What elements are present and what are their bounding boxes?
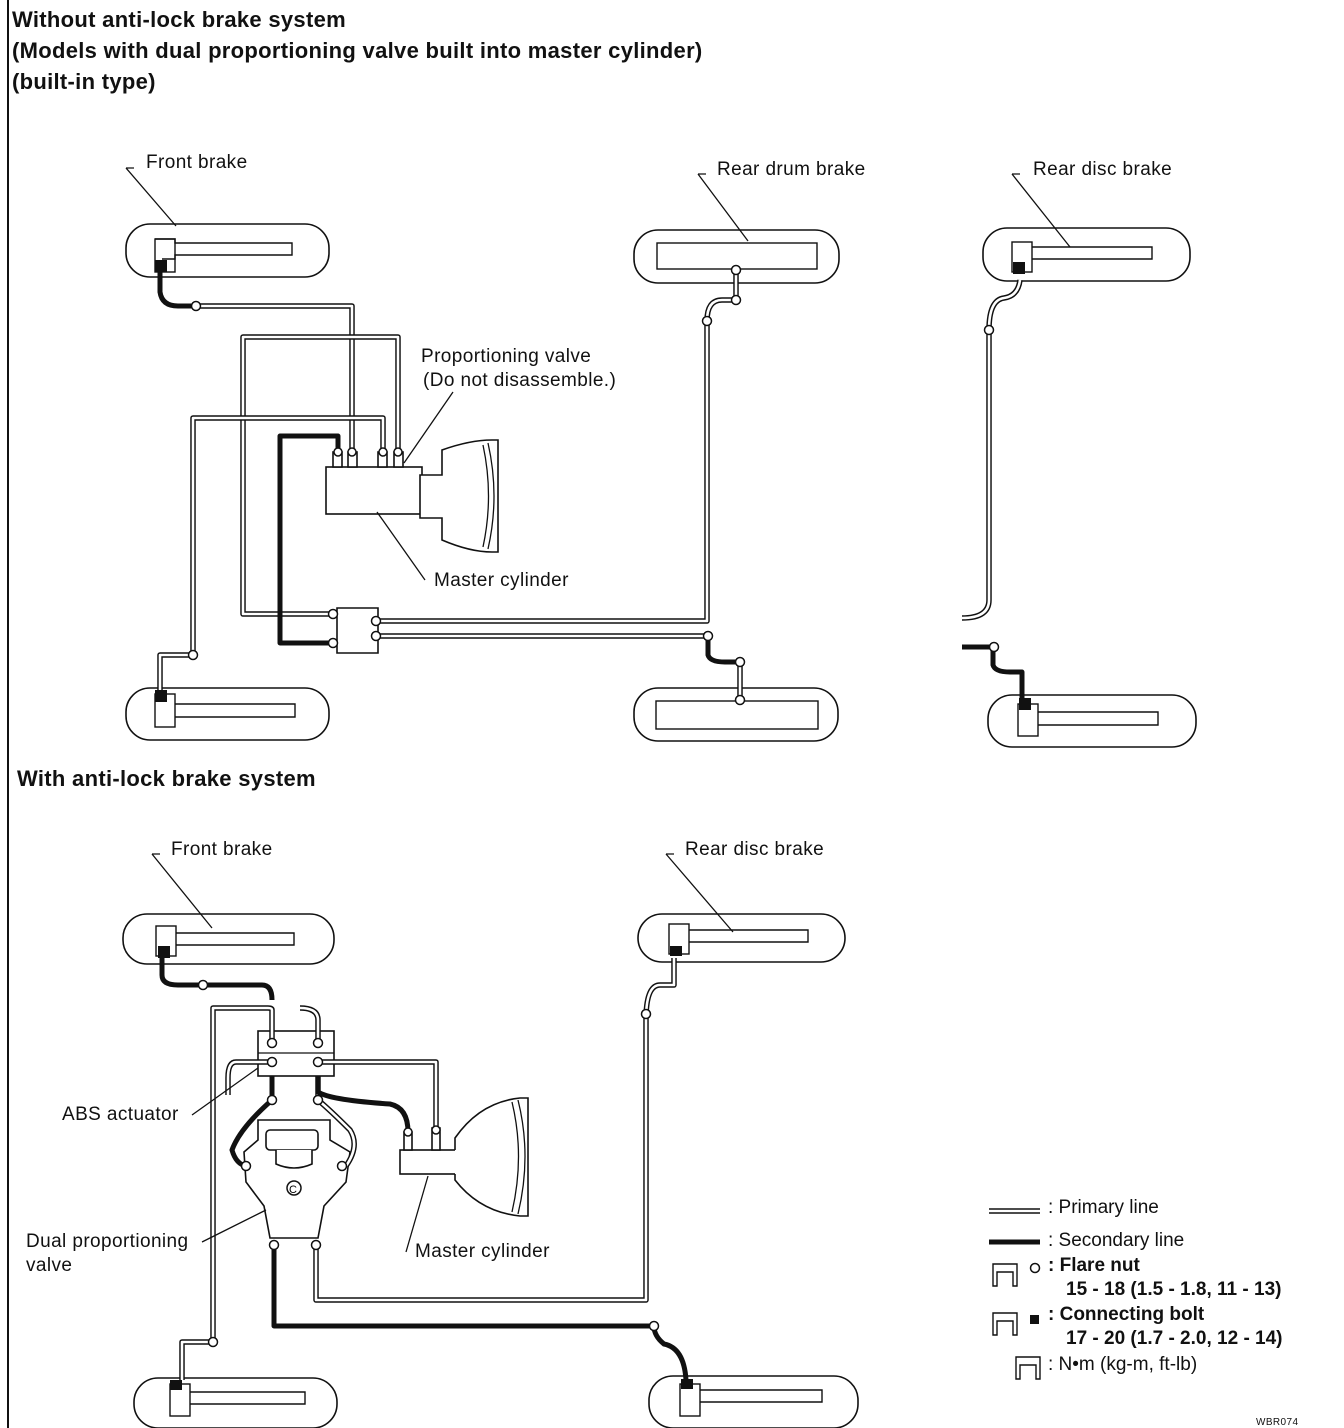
front-right-brake-wheel <box>125 687 330 741</box>
legend-connecting-bolt-torque: 17 - 20 (1.7 - 2.0, 12 - 14) <box>1066 1328 1283 1349</box>
master-cylinder-lower <box>399 1097 529 1217</box>
leader-lines-lower <box>151 853 734 1253</box>
label-front-brake-upper: Front brake <box>146 152 248 173</box>
flare-nut-wrench-icon <box>992 1262 1041 1287</box>
torque-wrench-icon <box>1015 1356 1041 1380</box>
label-rear-disc-brake-lower: Rear disc brake <box>685 839 825 860</box>
legend-primary-line: : Primary line <box>1048 1197 1159 1218</box>
dual-proportioning-valve: C <box>243 1119 351 1239</box>
abs-rear-disc-brake-upper <box>637 913 846 963</box>
label-rear-drum-brake: Rear drum brake <box>717 159 866 180</box>
legend-flare-nut: : Flare nut <box>1048 1255 1140 1276</box>
legend-connecting-bolt: : Connecting bolt <box>1048 1304 1205 1325</box>
section-title-with-abs: With anti-lock brake system <box>17 766 316 791</box>
label-dual-proportioning-valve-line1: Dual proportioning <box>26 1231 189 1252</box>
abs-rear-disc-brake-lower <box>648 1375 859 1428</box>
master-cylinder-upper <box>325 439 499 553</box>
label-dual-proportioning-valve-line2: valve <box>26 1255 73 1276</box>
front-left-brake-wheel <box>125 223 330 278</box>
legend-units: : N•m (kg-m, ft-lb) <box>1048 1354 1198 1375</box>
legend-symbols <box>989 1208 1041 1380</box>
section-title-without-abs-line2: (Models with dual proportioning valve bu… <box>12 38 703 63</box>
abs-front-right-brake-wheel <box>133 1377 338 1428</box>
label-master-cylinder-upper: Master cylinder <box>434 570 569 591</box>
label-front-brake-lower: Front brake <box>171 839 273 860</box>
label-abs-actuator: ABS actuator <box>62 1104 179 1125</box>
rear-drum-brake-lower <box>633 687 839 742</box>
figure-code: WBR074 <box>1256 1417 1299 1428</box>
section-title-without-abs-line3: (built-in type) <box>12 69 156 94</box>
page-left-border <box>7 0 9 1428</box>
label-proportioning-valve-line1: Proportioning valve <box>421 346 592 367</box>
leader-lines-upper <box>125 167 1071 581</box>
secondary-lines-upper <box>157 270 1025 702</box>
abs-front-left-brake-wheel <box>122 913 335 965</box>
primary-lines-lower <box>179 958 677 1380</box>
label-master-cylinder-lower: Master cylinder <box>415 1241 550 1262</box>
flare-nuts-upper <box>187 264 1000 706</box>
primary-lines-upper <box>157 270 1023 700</box>
rear-disc-brake-upper <box>982 227 1191 282</box>
flare-nuts-lower <box>197 979 660 1348</box>
legend-secondary-line: : Secondary line <box>1048 1230 1185 1251</box>
legend-flare-nut-torque: 15 - 18 (1.5 - 1.8, 11 - 13) <box>1066 1279 1282 1300</box>
svg-text:C: C <box>289 1184 297 1196</box>
label-proportioning-valve-line2: (Do not disassemble.) <box>423 370 617 391</box>
rear-disc-brake-lower <box>987 694 1197 748</box>
junction-block-upper <box>336 607 379 654</box>
label-rear-disc-brake-upper: Rear disc brake <box>1033 159 1173 180</box>
connecting-bolt-wrench-icon <box>992 1312 1039 1336</box>
section-title-without-abs-line1: Without anti-lock brake system <box>12 7 346 32</box>
